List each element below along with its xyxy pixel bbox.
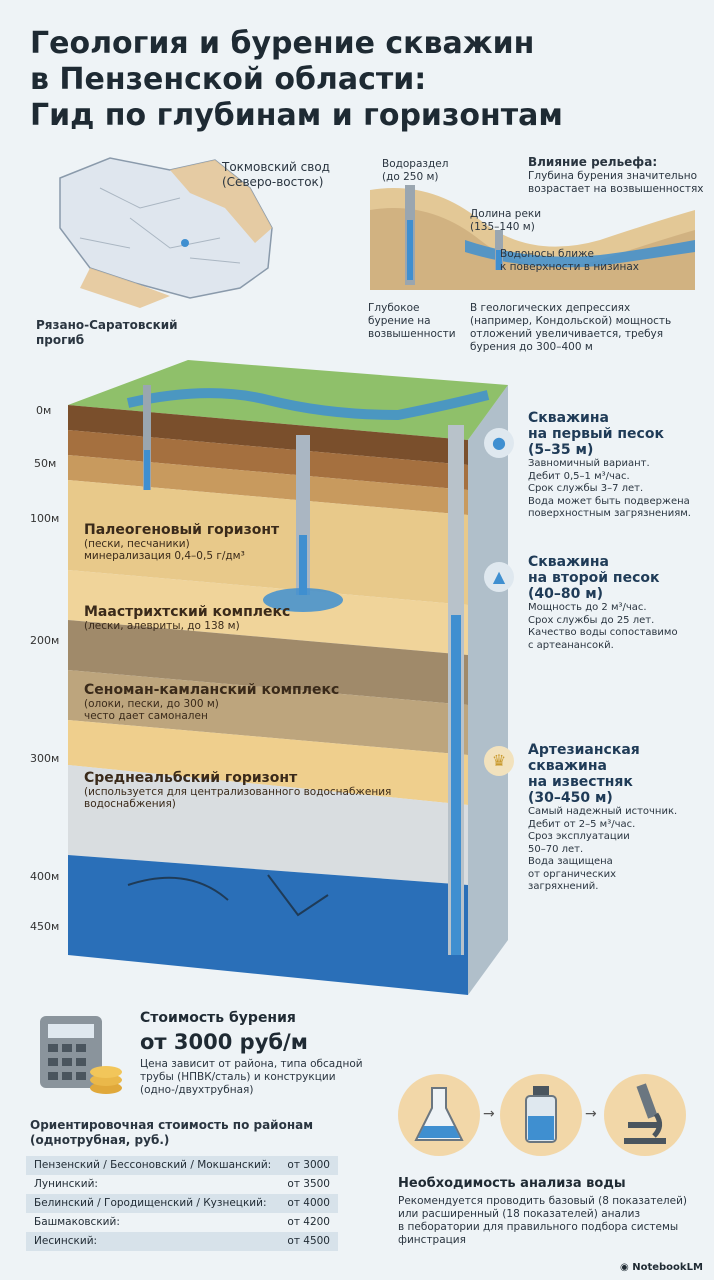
relief-watershed-label: Водораздел (до 250 м) [382, 158, 449, 183]
layer-albian: Среднеальбский горизонт (используется дл… [84, 770, 392, 810]
title-line: Геология и бурение скважин [30, 26, 535, 61]
map-label-sw: Рязано-Саратовский прогиб [36, 318, 178, 347]
flask-icon [398, 1074, 480, 1156]
brand-label: ◉ NotebookLM [620, 1262, 703, 1273]
relief-heading: Влияние рельефа: Глубина бурения значите… [528, 155, 704, 195]
notebooklm-icon: ◉ [620, 1262, 629, 1273]
filter-icon: ▲ [484, 562, 514, 592]
layer-paleogene: Палеогеновый горизонт (пески, песчаники)… [84, 522, 280, 562]
well-artesian: Артезианская скважина на известняк (30–4… [528, 742, 678, 892]
map-label-ne: Токмовский свод (Северо-восток) [222, 160, 330, 189]
layer-cenomanian: Сеноман-камланский комплекс (олоки, песк… [84, 682, 340, 722]
relief-valley-label: Долина реки (135–140 м) [470, 208, 542, 233]
table-row: Белинский / Городищенский / Кузнецкий:от… [26, 1194, 338, 1213]
table-row: Лунинский:от 3500 [26, 1175, 338, 1194]
table-row: Иесинский:от 4500 [26, 1232, 338, 1251]
depth-label: 200м [30, 634, 60, 647]
title-line: Гид по глубинам и горизонтам [30, 98, 563, 133]
arrow-right-icon: → [483, 1106, 495, 1122]
layer-maastricht: Маастрихтский комплекс (лески, алевриты,… [84, 604, 291, 632]
arrow-right-icon: → [585, 1106, 597, 1122]
calculator-icon [40, 1016, 122, 1094]
relief-aquifers-note: Водоносы ближе к поверхности в низинах [500, 248, 639, 273]
depth-label: 100м [30, 512, 60, 525]
page-title: Геология и бурение скважин в Пензенской … [30, 26, 700, 134]
depth-label: 450м [30, 920, 60, 933]
relief-deep-note: Глубокое бурение на возвышенности [368, 302, 456, 340]
depth-label: 400м [30, 870, 60, 883]
table-row: Башмаковский:от 4200 [26, 1213, 338, 1232]
title-line: в Пензенской области: [30, 62, 427, 97]
cost-block: Стоимость бурения от 3000 руб/м Цена зав… [140, 1010, 363, 1096]
microscope-icon [604, 1074, 686, 1156]
table-heading: Ориентировочная стоимость по районам (од… [30, 1118, 314, 1147]
well-second-sand: Скважина на второй песок (40–80 м) Мощно… [528, 554, 678, 651]
depth-label: 300м [30, 752, 60, 765]
region-map [59, 157, 273, 308]
sample-bottle-icon [500, 1074, 582, 1156]
relief-diagram [370, 185, 695, 290]
water-drop-icon: ● [484, 428, 514, 458]
price-table: Пензенский / Бессоновский / Мокшанский:о… [26, 1156, 338, 1251]
geology-block [68, 360, 508, 995]
analysis-block: Необходимость анализа воды Рекомендуется… [398, 1176, 687, 1246]
well-first-sand: Скважина на первый песок (5–35 м) Завном… [528, 410, 691, 519]
crown-icon: ♛ [484, 746, 514, 776]
depth-label: 50м [34, 457, 57, 470]
relief-depression-note: В геологических депрессиях (например, Ко… [470, 302, 672, 353]
table-row: Пензенский / Бессоновский / Мокшанский:о… [26, 1156, 338, 1175]
depth-label: 0м [36, 404, 52, 417]
